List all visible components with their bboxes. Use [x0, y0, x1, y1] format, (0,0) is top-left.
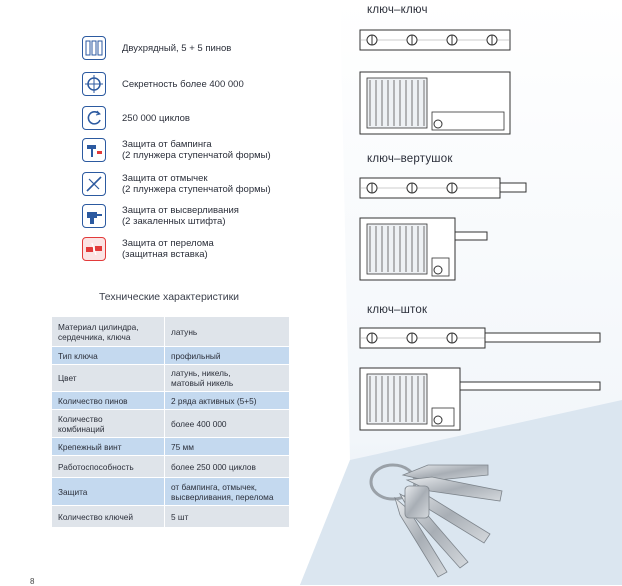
feature-text: Защита от отмычек(2 плунжера ступенчатой… [122, 173, 271, 195]
cyl-key-key-side-cam [431, 111, 505, 131]
feature-line: 250 000 циклов [122, 112, 190, 124]
specs-value: латунь [164, 316, 290, 347]
specs-value: латунь, никель,матовый никель [164, 364, 290, 392]
specs-value: более 400 000 [164, 409, 290, 438]
cyl-key-key-side-core [366, 77, 428, 129]
feature-text: 250 000 циклов [122, 113, 190, 124]
feature-line: Защита от бампинга [122, 139, 212, 150]
feature-line: Защита от высверливания [122, 205, 239, 216]
specs-key: Материал цилиндра,сердечника, ключа [51, 316, 165, 347]
cyl-key-knob-top-rod [499, 182, 527, 193]
specs-value: от бампинга, отмычек,высверливания, пере… [164, 477, 290, 506]
feature-item: Секретность более 400 000 [82, 72, 244, 96]
feature-line: Защита от перелома [122, 238, 214, 249]
breaking-icon [82, 237, 106, 261]
bumping-hammer-icon [82, 138, 106, 162]
cylinder-label-key-knob: ключ–вертушок [367, 153, 453, 165]
specs-value: 2 ряда активных (5+5) [164, 391, 290, 410]
feature-item: 250 000 циклов [82, 106, 190, 130]
feature-line: (защитная вставка) [122, 249, 208, 260]
feature-text: Защита от высверливания(2 закаленных шти… [122, 205, 239, 227]
cyl-key-knob-side-screw-hole [433, 265, 443, 275]
feature-item: Двухрядный, 5 + 5 пинов [82, 36, 231, 60]
feature-line: Двухрядный, 5 + 5 пинов [122, 42, 232, 54]
drill-icon [82, 204, 106, 228]
feature-item: Защита от перелома(защитная вставка) [82, 237, 214, 261]
cyl-key-rod-side-screw-hole [433, 415, 443, 425]
specs-key: Количество пинов [51, 391, 165, 410]
feature-line: (2 закаленных штифта) [122, 216, 226, 227]
specs-value: 5 шт [164, 505, 290, 528]
feature-text: Секретность более 400 000 [122, 79, 244, 90]
feature-line: (2 плунжера ступенчатой формы) [122, 150, 271, 161]
specs-value: более 250 000 циклов [164, 455, 290, 478]
cyl-key-knob-side-core [366, 223, 428, 275]
specs-key: Цвет [51, 364, 165, 392]
lockpick-icon [82, 172, 106, 196]
feature-line: (2 плунжера ступенчатой формы) [122, 184, 271, 195]
feature-item: Защита от отмычек(2 плунжера ступенчатой… [82, 172, 271, 196]
cyl-key-rod-top-rod [484, 332, 601, 343]
specs-title: Технические характеристики [98, 291, 240, 303]
specs-key: Защита [51, 477, 165, 506]
feature-line: Секретность более 400 000 [122, 78, 244, 90]
specs-key: Количество ключей [51, 505, 165, 528]
double-row-pins-icon [82, 36, 106, 60]
feature-text: Защита от перелома(защитная вставка) [122, 238, 214, 260]
cyl-key-rod-side-rod [459, 381, 601, 391]
cylinder-label-key-rod: ключ–шток [367, 304, 428, 316]
keys-photo [369, 463, 503, 578]
feature-text: Защита от бампинга(2 плунжера ступенчато… [122, 139, 271, 161]
specs-value: 75 мм [164, 437, 290, 456]
feature-item: Защита от бампинга(2 плунжера ступенчато… [82, 138, 271, 162]
feature-line: Защита от отмычек [122, 173, 208, 184]
feature-text: Двухрядный, 5 + 5 пинов [122, 43, 231, 54]
cycle-arrows-icon [82, 106, 106, 130]
crosshair-target-icon [82, 72, 106, 96]
cyl-key-key-side-screw-hole [433, 119, 443, 129]
specs-key: Тип ключа [51, 346, 165, 365]
cyl-key-knob-side-rod [454, 231, 488, 241]
specs-key: Работоспособность [51, 455, 165, 478]
page-number: 8 [30, 577, 35, 586]
cyl-key-rod-side-core [366, 373, 428, 425]
cylinder-label-key-key: ключ–ключ [367, 4, 428, 16]
feature-item: Защита от высверливания(2 закаленных шти… [82, 204, 239, 228]
